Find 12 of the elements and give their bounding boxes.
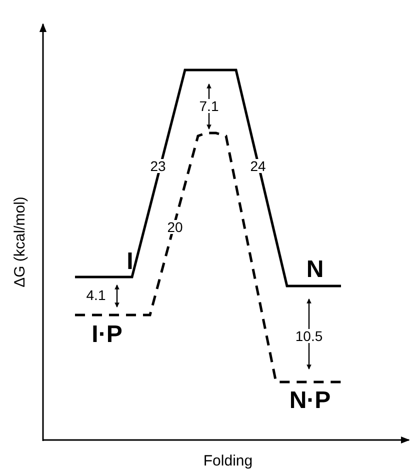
- barrier-value: 23: [149, 159, 167, 173]
- state-label: I: [126, 250, 134, 274]
- barrier-value: 24: [249, 159, 267, 173]
- axis-title: Folding: [203, 454, 253, 468]
- state-label: N: [306, 258, 324, 282]
- axis-title: ΔG (kcal/mol): [12, 196, 28, 288]
- energy-difference-value: 7.1: [198, 99, 220, 113]
- energy-difference-value: 10.5: [294, 329, 324, 343]
- state-label: N·P: [289, 389, 331, 413]
- state-label: I·P: [92, 323, 122, 347]
- energy-difference-value: 4.1: [85, 288, 107, 302]
- barrier-value: 20: [166, 220, 184, 234]
